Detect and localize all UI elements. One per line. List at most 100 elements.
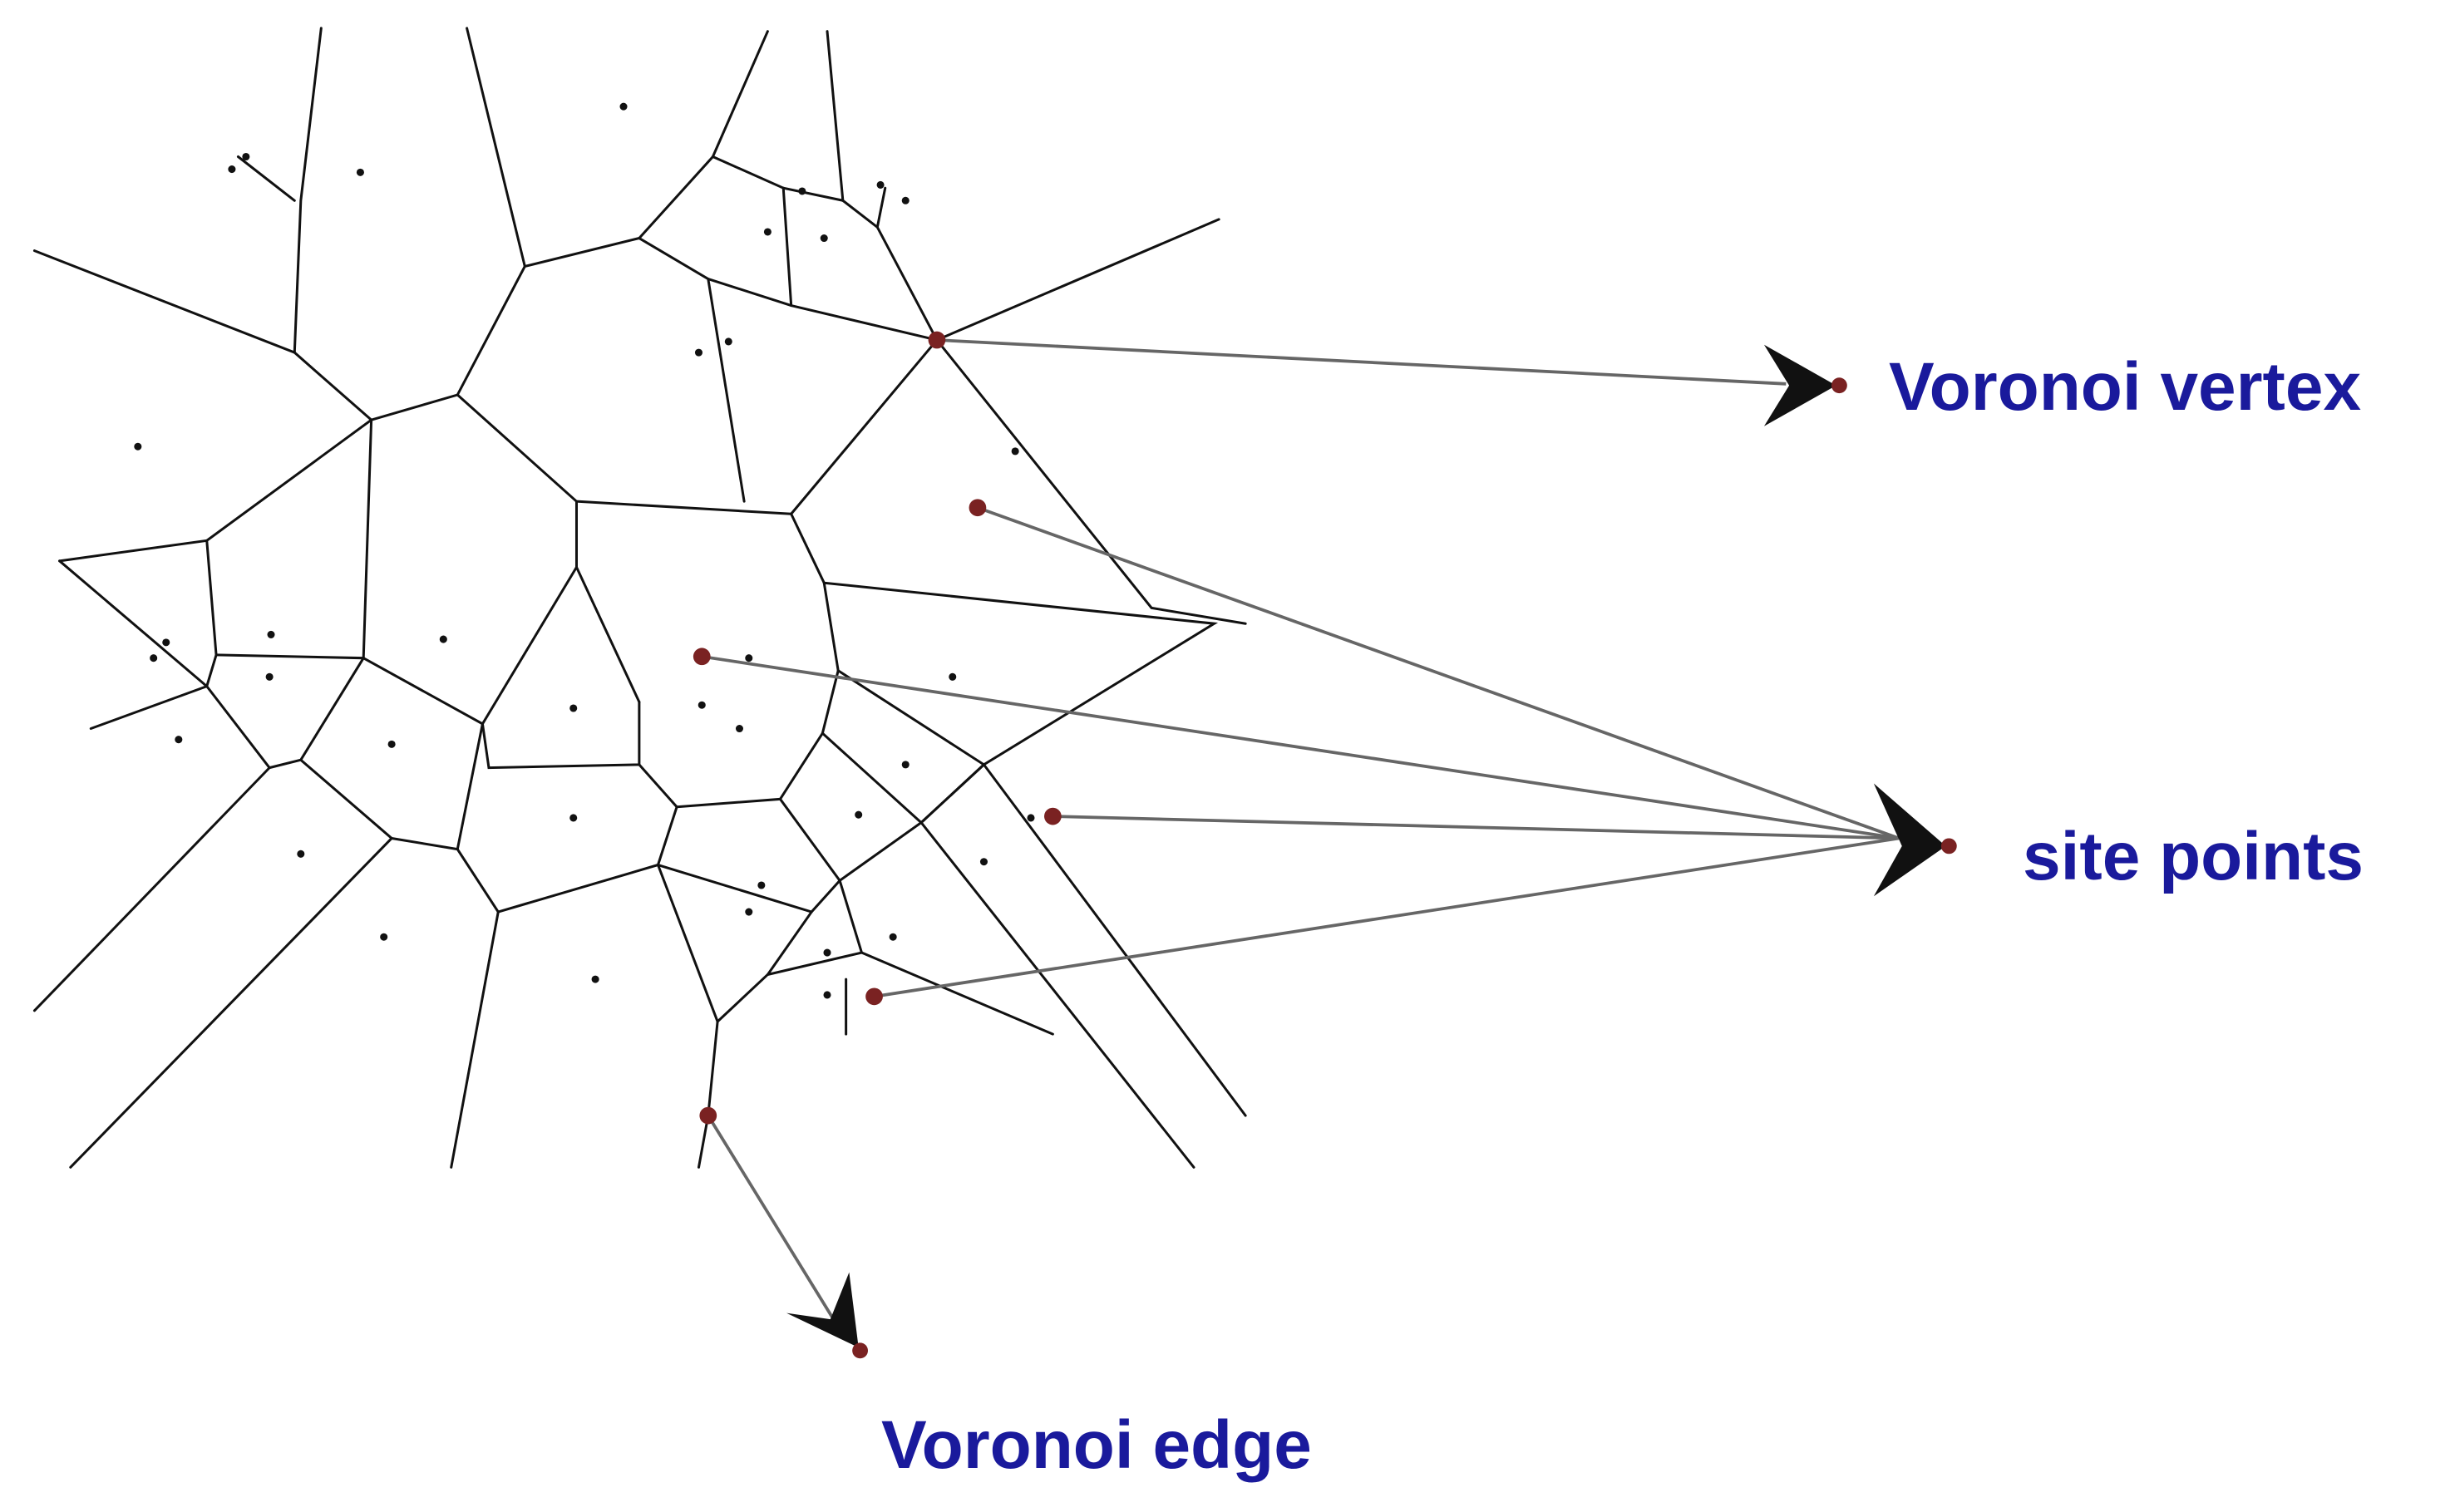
- voronoi-edge: [456, 393, 793, 515]
- site-point: [823, 948, 831, 957]
- voronoi-edges: [32, 27, 1247, 1169]
- site-point: [569, 704, 578, 712]
- voronoi-edge: [496, 763, 678, 914]
- site-point: [569, 814, 578, 822]
- edge-pointer-line: [707, 1115, 836, 1321]
- site-pointer-line: [874, 836, 1900, 998]
- voronoi-edge: [370, 30, 769, 421]
- site-point: [698, 701, 706, 709]
- site-point: [242, 152, 250, 161]
- site-point: [356, 168, 364, 176]
- voronoi-edge: [764, 910, 863, 977]
- site-point: [763, 228, 772, 236]
- site-point: [745, 908, 753, 916]
- voronoi-edge: [781, 186, 793, 308]
- pointer-lines: [701, 338, 1900, 1321]
- site-point: [724, 337, 732, 346]
- site-point: [175, 736, 183, 744]
- site-pointer-line: [701, 654, 1900, 840]
- site-point: [162, 638, 170, 647]
- voronoi-edge: [638, 237, 746, 503]
- voronoi-edge: [32, 766, 271, 1012]
- site-point: [735, 724, 744, 733]
- site-point: [757, 881, 766, 889]
- voronoi-edge: [821, 731, 923, 825]
- site-marker: [1044, 807, 1062, 825]
- site-point: [1011, 447, 1019, 456]
- voronoi-edge: [58, 418, 373, 563]
- site-point: [134, 442, 142, 451]
- site-point: [823, 991, 831, 999]
- vertex-arrow-tip: [1831, 377, 1847, 394]
- voronoi-edge: [390, 836, 500, 1169]
- voronoi-edge: [481, 700, 641, 770]
- site-point: [694, 348, 703, 357]
- voronoi-edge: [675, 797, 841, 882]
- voronoi-edge: [656, 863, 719, 1169]
- voronoi-edge: [707, 278, 939, 342]
- site-point: [820, 234, 828, 243]
- voronoi-edge: [778, 581, 840, 800]
- edge-marker: [699, 1106, 717, 1125]
- voronoi-edge: [32, 249, 373, 421]
- site-marker: [969, 499, 987, 517]
- site-point: [949, 672, 957, 681]
- edge-arrowhead-icon: [786, 1272, 859, 1348]
- voronoi-edge: [656, 863, 841, 914]
- voronoi-edge: [716, 973, 769, 1023]
- voronoi-vertex-label: Voronoi vertex: [1889, 349, 2362, 425]
- voronoi-edge: [362, 500, 579, 726]
- voronoi-edge: [875, 186, 887, 229]
- site-point: [380, 933, 388, 941]
- voronoi-edge: [982, 763, 1247, 1117]
- voronoi-edge: [574, 565, 641, 703]
- voronoi-edge: [836, 669, 985, 766]
- site-point: [619, 102, 628, 111]
- vertex-pointer-line: [936, 338, 1787, 386]
- voronoi-edge: [293, 27, 323, 354]
- site-point: [439, 635, 447, 643]
- site-point: [150, 654, 158, 662]
- voronoi-edge: [89, 539, 218, 731]
- site-point: [1027, 814, 1035, 822]
- site-point: [889, 933, 897, 941]
- voronoi-edge: [466, 27, 526, 268]
- site-point: [591, 975, 599, 983]
- voronoi-edge: [790, 512, 1219, 825]
- site-pointer-line: [1052, 815, 1900, 840]
- voronoi-edge: [214, 653, 365, 660]
- sites-arrowhead-icon: [1873, 783, 1946, 897]
- voronoi-edge: [456, 722, 484, 851]
- site-point: [265, 672, 274, 681]
- site-pointer-line: [977, 505, 1900, 840]
- arrowheads: [786, 344, 1957, 1359]
- site-point: [876, 180, 885, 189]
- site-marker: [693, 648, 711, 666]
- voronoi-edge: [362, 418, 373, 660]
- site-points-label: site points: [2023, 819, 2364, 894]
- site-point: [979, 858, 988, 866]
- voronoi-edge: [838, 763, 985, 882]
- site-point: [855, 810, 863, 819]
- voronoi-edge: [826, 30, 1220, 342]
- highlight-markers: [693, 331, 1062, 1125]
- sites-arrow-tip: [1940, 838, 1957, 855]
- site-point: [228, 165, 236, 174]
- voronoi-edge: [935, 338, 1247, 625]
- site-point: [901, 196, 910, 204]
- voronoi-edge-label: Voronoi edge: [881, 1407, 1312, 1483]
- edge-arrow-tip: [852, 1342, 869, 1359]
- voronoi-edge: [711, 155, 845, 202]
- vertex-marker: [928, 331, 946, 349]
- voronoi-edge: [69, 758, 394, 1169]
- voronoi-edge: [236, 155, 296, 202]
- voronoi-edge: [838, 879, 1054, 1036]
- vertex-arrowhead-icon: [1763, 344, 1836, 426]
- site-point: [387, 740, 396, 748]
- site-point: [267, 630, 275, 638]
- site-marker: [865, 987, 883, 1006]
- site-points: [134, 102, 1035, 999]
- site-point: [901, 761, 910, 769]
- site-point: [798, 187, 806, 195]
